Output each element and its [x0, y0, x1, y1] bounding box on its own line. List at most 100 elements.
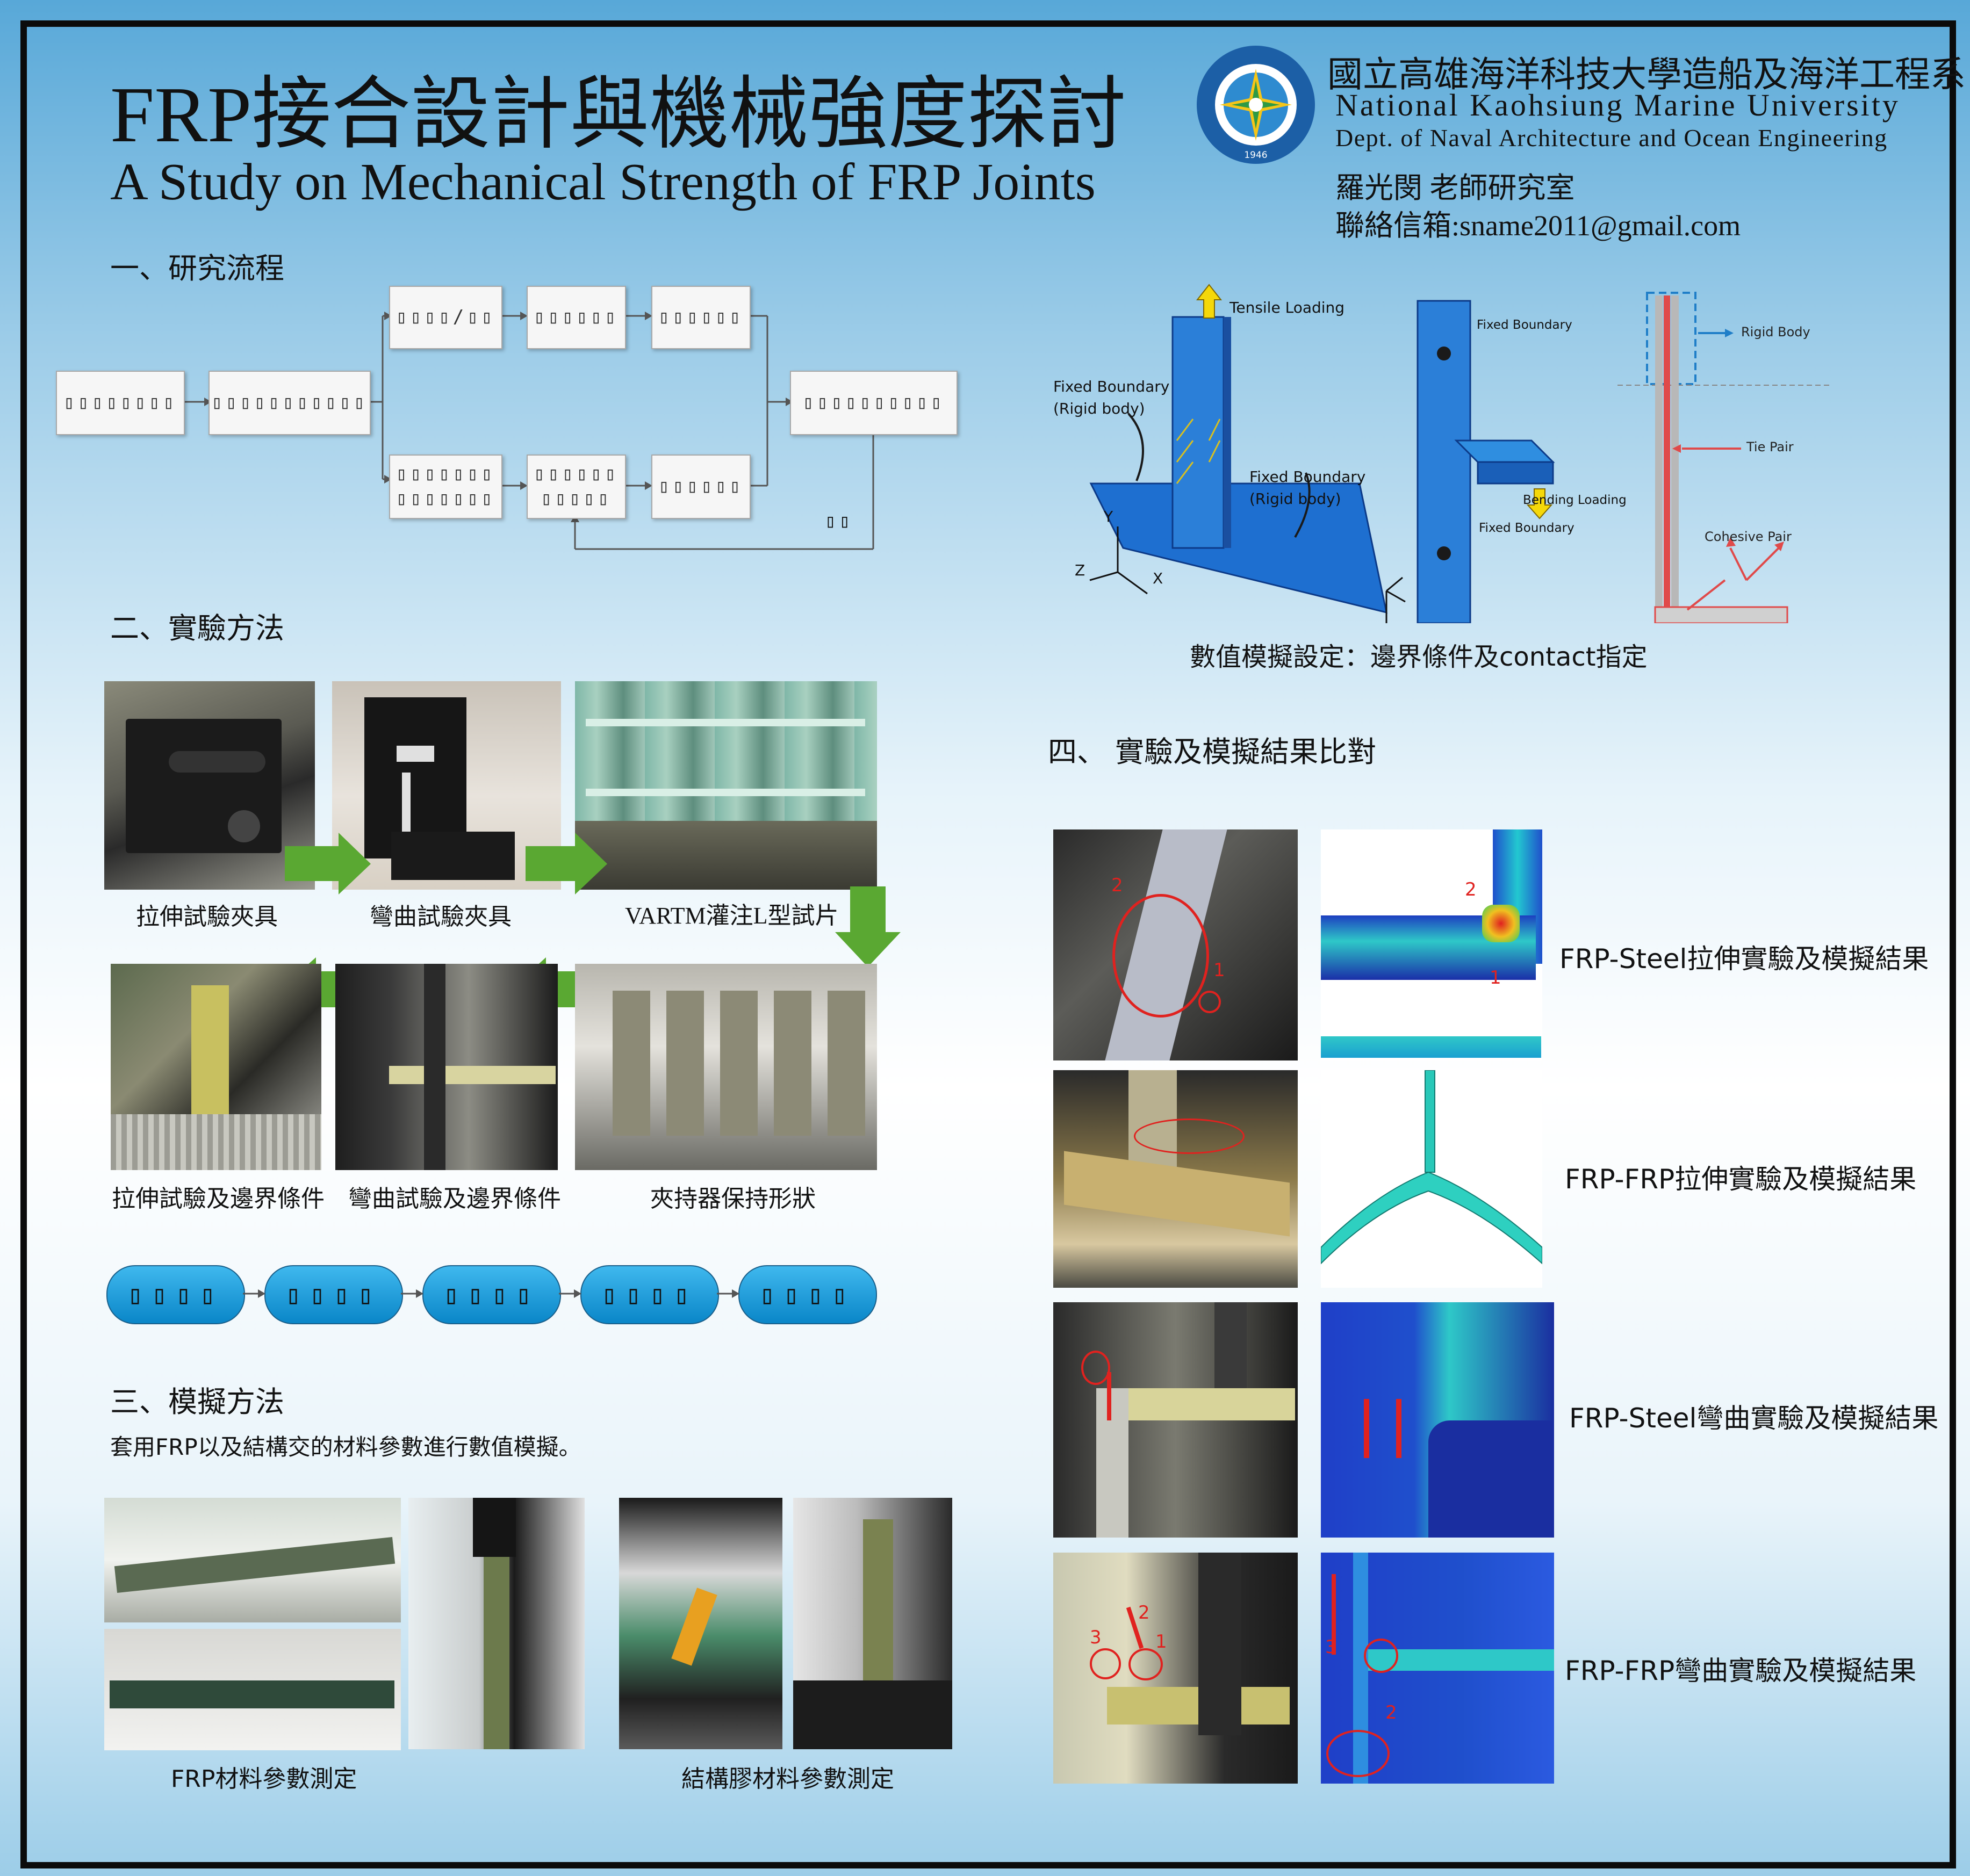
department-name: Dept. of Naval Architecture and Ocean En…: [1335, 124, 1888, 151]
caption-adhesive-params: 結構膠材料參數測定: [681, 1765, 894, 1793]
frp-steel-tensile-photo: [1053, 829, 1298, 1060]
frp-frp-tensile-photo: [1053, 1070, 1298, 1288]
flow-feedback-label: ▯▯: [825, 510, 853, 532]
caption-frp-params: FRP材料參數測定: [171, 1765, 357, 1793]
flow-box-lower-3: ▯▯▯▯▯▯: [651, 454, 751, 519]
frp-tensile-test-photo: [408, 1498, 585, 1749]
marker-3c: 1: [1155, 1631, 1167, 1653]
university-name-en: National Kaohsiung Marine University: [1335, 88, 1900, 122]
axis-y-label: Y: [1104, 508, 1113, 525]
boundary-marks: [1176, 419, 1221, 484]
tensile-fixture-photo: [104, 681, 315, 890]
label-fixed-boundary-rigid-right: Fixed Boundary (Rigid body): [1249, 468, 1366, 508]
tensile-test-photo: [111, 964, 321, 1170]
tensile-web-edge: [1224, 317, 1231, 548]
marker-3a: 3: [1090, 1627, 1102, 1648]
frp-frp-bending-photo: [1053, 1553, 1298, 1784]
adhesive-test-photo: [793, 1498, 952, 1749]
bending-test-photo: [335, 964, 558, 1170]
frp-steel-tensile-sim: [1321, 829, 1542, 1060]
fixed-boundary-pointer-left: [1127, 413, 1144, 481]
contact-email: 聯絡信箱:sname2011@gmail.com: [1335, 210, 1741, 242]
bending-fixture-photo: [332, 681, 561, 890]
result-caption-frp-steel-bending: FRP-Steel彎曲實驗及模擬結果: [1569, 1403, 1939, 1434]
fixed-boundary-pointer-right: [1294, 472, 1311, 538]
axis-triad-left: [1089, 526, 1148, 595]
bolt-bottom: [1437, 546, 1451, 560]
model-setup-diagram: [1089, 284, 1832, 623]
result-caption-frp-steel-tensile: FRP-Steel拉伸實驗及模擬結果: [1559, 943, 1929, 975]
flow-box-final: ▯▯▯▯▯▯▯▯▯▯: [790, 371, 958, 435]
axis-z-label: Z: [1075, 561, 1085, 579]
layer-inner: [1671, 295, 1679, 607]
cohesive-pointer-3: [1745, 547, 1780, 581]
caption-model-setup: 數值模擬設定：邊界條件及contact指定: [1190, 642, 1648, 672]
label-cohesive-pair: Cohesive Pair: [1705, 529, 1792, 544]
frp-frp-bending-sim: [1321, 1553, 1554, 1784]
tensile-web-plate: [1171, 316, 1225, 549]
bolt-top: [1437, 347, 1451, 360]
marker-4b: 2: [1385, 1702, 1397, 1723]
marker-1a: 2: [1111, 875, 1123, 896]
section-title-experiment: 二、實驗方法: [110, 611, 284, 645]
bending-loading-arrow: [1526, 488, 1553, 519]
result-caption-frp-frp-bending: FRP-FRP彎曲實驗及模擬結果: [1565, 1655, 1917, 1686]
vartm-photo: [575, 681, 877, 890]
caption-tensile-fixture: 拉伸試驗夾具: [136, 903, 278, 930]
result-caption-frp-frp-tensile: FRP-FRP拉伸實驗及模擬結果: [1565, 1164, 1917, 1195]
section-title-research-flow: 一、研究流程: [110, 251, 284, 285]
label-fixed-boundary-top: Fixed Boundary: [1477, 318, 1572, 332]
flow-box-upper-2: ▯▯▯▯▯▯: [527, 286, 626, 349]
logo-year: 1946: [1244, 150, 1267, 161]
tensile-loading-arrow: [1196, 284, 1223, 319]
title-en: A Study on Mechanical Strength of FRP Jo…: [110, 153, 1096, 211]
marker-2b: 1: [1490, 967, 1501, 988]
university-name-cn: 國立高雄海洋科技大學造船及海洋工程系: [1327, 55, 1966, 95]
flow-box-lower-1: ▯▯▯▯▯▯▯ ▯▯▯▯▯▯▯: [389, 454, 502, 519]
flow-box-1: ▯▯▯▯▯▯▯▯: [56, 371, 185, 435]
section-title-simulation: 三、模擬方法: [110, 1385, 284, 1419]
label-fixed-boundary-rigid-left: Fixed Boundary (Rigid body): [1053, 378, 1170, 417]
process-pill-3: ▯▯▯▯: [422, 1265, 561, 1324]
label-tensile-loading: Tensile Loading: [1230, 299, 1345, 316]
label-tie-pair: Tie Pair: [1746, 439, 1794, 454]
layer-adhesive: [1664, 295, 1670, 607]
layer-flange: [1654, 606, 1788, 623]
flow-box-upper-3: ▯▯▯▯▯▯: [651, 286, 751, 349]
lab-name: 羅光閔 老師研究室: [1335, 172, 1575, 204]
process-pill-1: ▯▯▯▯: [106, 1265, 245, 1324]
marker-1b: 1: [1213, 959, 1225, 981]
section-title-results: 四、 實驗及模擬結果比對: [1048, 735, 1377, 769]
frp-specimen-photo-2: [104, 1629, 401, 1750]
simulation-description: 套用FRP以及結構交的材料參數進行數值模擬。: [110, 1434, 581, 1460]
frp-steel-bending-photo: [1053, 1302, 1298, 1538]
process-pill-2: ▯▯▯▯: [264, 1265, 403, 1324]
flow-box-lower-2: ▯▯▯▯▯▯ ▯▯▯▯▯: [527, 454, 626, 519]
poster-frame: [20, 20, 1956, 1868]
caption-holder: 夾持器保持形狀: [650, 1185, 816, 1213]
marker-3b: 2: [1138, 1602, 1150, 1624]
bending-arm-front: [1477, 461, 1554, 485]
process-pill-5: ▯▯▯▯: [738, 1265, 877, 1324]
title-cn: FRP接合設計與機械強度探討: [110, 71, 1127, 159]
university-logo: 1946: [1197, 46, 1315, 164]
cohesive-pointer-1: [1686, 579, 1726, 611]
process-pill-4: ▯▯▯▯: [580, 1265, 719, 1324]
label-rigid-body: Rigid Body: [1741, 324, 1810, 340]
marker-4a: 3: [1325, 1636, 1337, 1658]
rigid-body-region: [1646, 292, 1696, 385]
frp-frp-tensile-mesh: [1321, 1070, 1542, 1265]
flow-box-2: ▯▯▯▯▯▯▯▯▯▯▯: [208, 371, 371, 435]
adhesive-specimen-photo: [619, 1498, 782, 1749]
label-bending-loading: Bending Loading: [1523, 493, 1627, 507]
caption-bending-fixture: 彎曲試驗夾具: [370, 903, 512, 930]
caption-bending-test: 彎曲試驗及邊界條件: [348, 1185, 561, 1213]
frp-specimen-photo-1: [104, 1498, 401, 1622]
marker-2a: 2: [1465, 879, 1477, 900]
axis-triad-middle: [1385, 576, 1406, 623]
caption-vartm: VARTM灌注L型試片: [625, 903, 839, 929]
frp-steel-bending-sim: [1321, 1302, 1554, 1538]
flow-box-upper-1: ▯▯▯▯/▯▯: [389, 286, 502, 349]
